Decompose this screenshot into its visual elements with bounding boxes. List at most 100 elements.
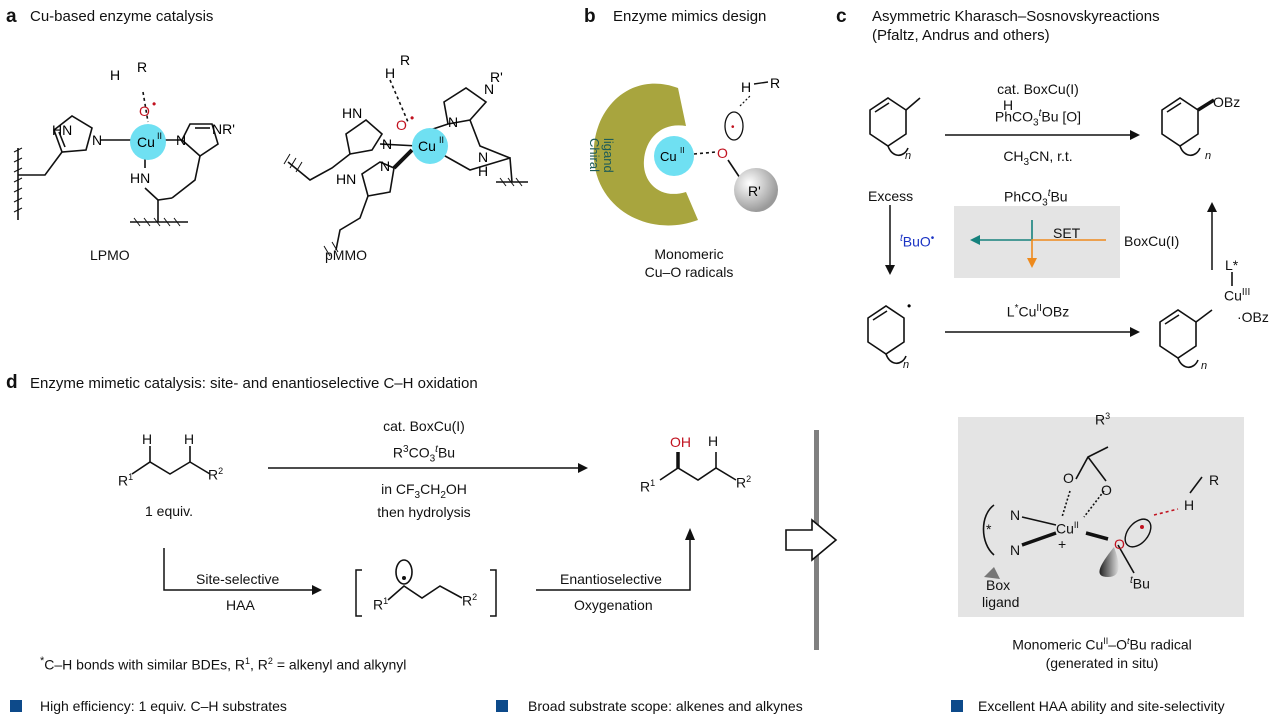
d-h3: H: [708, 433, 719, 449]
panel-d-diagram: [131, 430, 838, 650]
c-bottom-cond: L*CuIIOBz: [1006, 303, 1070, 320]
c-obz2: ·OBz: [1237, 309, 1269, 325]
c-lstar: L*: [1225, 257, 1239, 273]
pmmo-h: H: [385, 65, 395, 81]
pmmo-rprime: R': [490, 69, 503, 85]
d-r1: R1: [118, 472, 134, 489]
c-cond-2: PhCO3tBu [O]: [994, 108, 1082, 129]
panel-a-letter: a: [6, 6, 17, 27]
pmmo-structure: [283, 79, 528, 257]
pmmo-o: O: [396, 117, 407, 133]
legend-item-1: High efficiency: 1 equiv. C–H substrates: [40, 698, 287, 714]
b-cu: Cu: [660, 149, 677, 164]
panel-b-caption-2: Cu–O radicals: [644, 264, 734, 280]
b-r: R: [770, 75, 780, 91]
c-cu3: CuIII: [1224, 287, 1251, 304]
radical-complex: [982, 446, 1203, 579]
panel-c-letter: c: [836, 6, 847, 27]
legend-square-3: [951, 700, 963, 712]
pmmo-hn3: HN: [336, 171, 356, 187]
lpmo-hn: HN: [52, 122, 72, 138]
d-r2p: R2: [736, 474, 752, 491]
lpmo-radical-dot: •: [152, 97, 156, 111]
c-mid-reagent: PhCO3tBu: [1004, 188, 1068, 209]
box-ligand-2: ligand: [982, 594, 1020, 610]
d-site-2: HAA: [226, 597, 255, 613]
lpmo-n2: N: [176, 132, 186, 148]
c-cu3-complex: [1159, 272, 1233, 369]
box-ligand-1: Box: [986, 577, 1011, 593]
pmmo-n4: N: [380, 158, 390, 174]
divider-top: [814, 430, 819, 530]
d-h1: H: [142, 431, 153, 447]
d-cond-2: R3CO3tBu: [392, 444, 456, 465]
c-lbl-h: H: [1003, 97, 1014, 113]
r-prime-sphere: [734, 168, 778, 212]
pmmo-n2: N: [448, 114, 458, 130]
panel-c-title-1: Asymmetric Kharasch–Sosnovskyreactions: [872, 8, 1160, 25]
pmmo-cu-ox: II: [439, 135, 444, 145]
legend-item-2: Broad substrate scope: alkenes and alkyn…: [528, 698, 803, 714]
pmmo-radical-dot: •: [410, 111, 414, 125]
lpmo-nr: NR': [212, 121, 235, 137]
lpmo-n1: N: [92, 132, 102, 148]
box-n2: N: [1010, 542, 1021, 558]
panel-a-title: Cu-based enzyme catalysis: [30, 8, 214, 25]
c-tbuo: tBuO•: [900, 233, 935, 250]
pmmo-n3: N: [484, 81, 494, 97]
pmmo-hn2: N: [478, 149, 488, 165]
b-cu-ox: II: [680, 146, 684, 155]
lpmo-structure: [13, 91, 219, 227]
box-star: *: [986, 521, 992, 537]
d-radical-intermediate: [387, 559, 463, 601]
d-br-r2: R2: [462, 592, 478, 609]
d-br-r1: R1: [373, 596, 389, 613]
c-lbl-n3: n: [903, 359, 910, 371]
pmmo-n1: N: [382, 136, 392, 152]
box-tbu: tBu: [1130, 575, 1150, 592]
lpmo-o: O: [139, 103, 150, 119]
box-o2: O: [1101, 482, 1112, 498]
c-radical-dot: •: [907, 299, 911, 313]
d-cond-4: then hydrolysis: [377, 504, 471, 520]
hollow-arrow: [785, 518, 838, 562]
d-substrate: [131, 446, 211, 475]
legend-item-3: Excellent HAA ability and site-selectivi…: [978, 698, 1225, 714]
b-o: O: [717, 145, 728, 161]
box-o3: O: [1114, 536, 1125, 552]
lpmo-r: R: [137, 59, 147, 75]
c-excess: Excess: [868, 188, 914, 204]
lpmo-hn2: HN: [130, 170, 150, 186]
b-h: H: [741, 79, 751, 95]
c-set: SET: [1053, 225, 1081, 241]
ligand-label-1: Chiral: [587, 138, 602, 172]
d-r1p: R1: [640, 478, 656, 495]
c-boxcu: BoxCu(I): [1124, 233, 1180, 249]
panel-b-diagram: Cu II O • H R R': [593, 75, 780, 226]
d-r2: R2: [208, 466, 224, 483]
panel-c-title-2: (Pfaltz, Andrus and others): [872, 27, 1050, 44]
radical-caption-2: (generated in situ): [1045, 655, 1159, 671]
box-n1: N: [1010, 507, 1021, 523]
d-cond-3: in CF3CH2OH: [381, 481, 467, 501]
c-radical: [867, 305, 907, 365]
d-enantio-1: Enantioselective: [560, 571, 662, 587]
set-box: [954, 206, 1120, 278]
panel-a-structures: Cu II O • H R HN N N NR' HN Cu II O • H …: [13, 52, 528, 257]
panel-c-diagram: •: [867, 97, 1233, 369]
box-cu: CuII: [1056, 520, 1079, 537]
c-lbl-n2: n: [1205, 150, 1212, 162]
c-cond-1: cat. BoxCu(I): [997, 81, 1079, 97]
legend-square-1: [10, 700, 22, 712]
c-cond-3: CH3CN, r.t.: [1003, 148, 1073, 168]
d-oh: OH: [670, 434, 691, 450]
lpmo-h: H: [110, 67, 120, 83]
c-lbl-obz: OBz: [1213, 94, 1241, 110]
radical-caption-1: Monomeric CuII–OtBu radical: [1012, 636, 1192, 653]
lpmo-cu-ox: II: [157, 131, 162, 141]
c-substrate: [869, 97, 921, 157]
d-cond-1: cat. BoxCu(I): [383, 418, 465, 434]
b-radical-dot: •: [731, 122, 735, 133]
pmmo-cu: Cu: [418, 138, 436, 154]
box-r: R: [1209, 472, 1220, 488]
